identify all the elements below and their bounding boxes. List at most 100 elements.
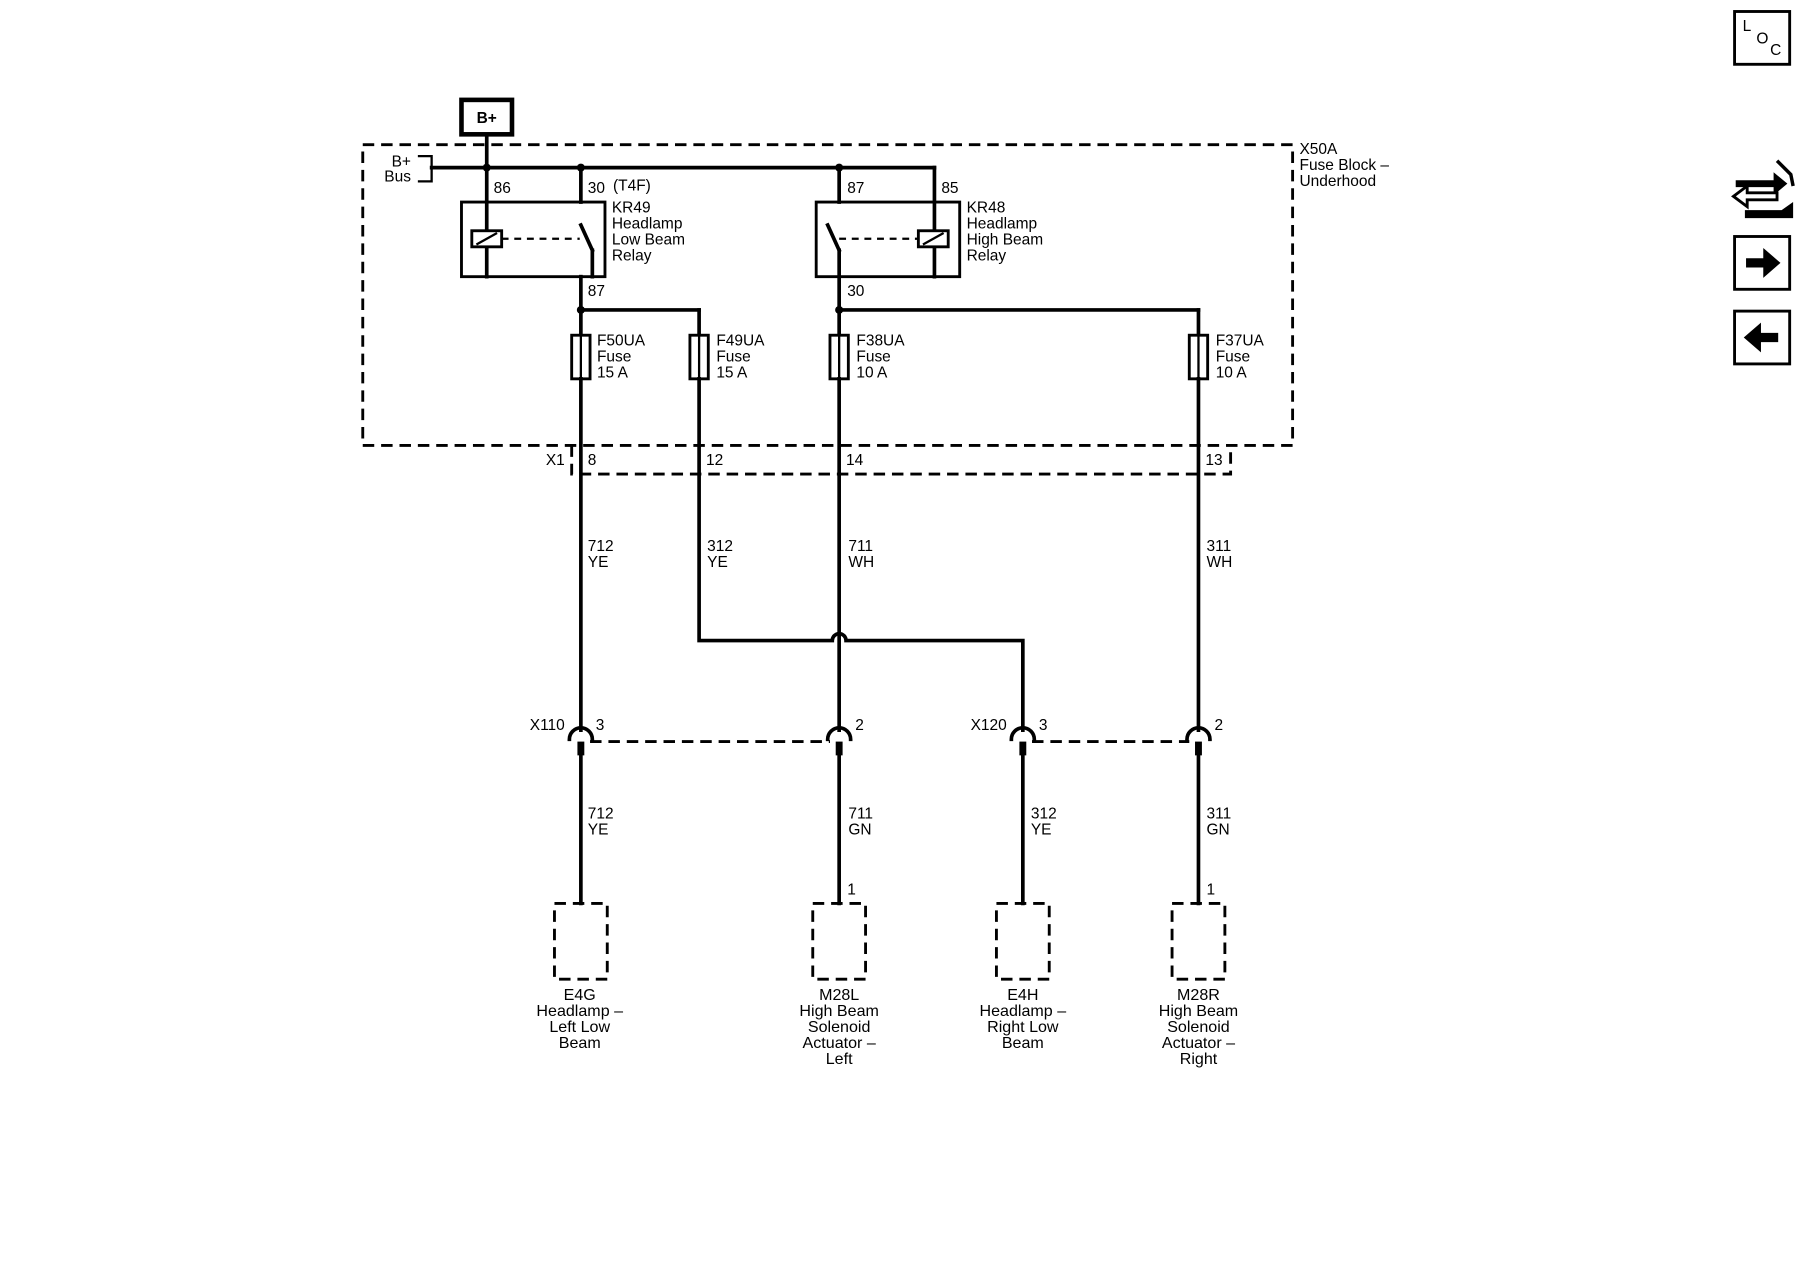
fuse-block-name-line1: Fuse Block – — [1299, 157, 1389, 174]
wire-312-lower: 312 YE — [1020, 753, 1057, 906]
svg-text:YE: YE — [707, 554, 728, 571]
svg-text:Relay: Relay — [612, 248, 652, 265]
svg-text:GN: GN — [848, 822, 871, 839]
wire-711-lower: 711 GN — [837, 753, 873, 906]
svg-text:C: C — [1770, 42, 1781, 59]
fuse-f38ua: F38UA Fuse 10 A — [828, 308, 905, 382]
svg-text:F50UA: F50UA — [597, 333, 646, 350]
location-button[interactable]: L O C — [1733, 10, 1792, 66]
previous-page-button[interactable] — [1733, 309, 1792, 366]
connector-x1: X1 8 12 14 13 — [546, 445, 1233, 476]
svg-text:Left: Left — [826, 1050, 853, 1068]
svg-text:Beam: Beam — [1002, 1034, 1044, 1052]
svg-text:E4G: E4G — [564, 986, 596, 1004]
svg-text:High Beam: High Beam — [799, 1002, 878, 1020]
svg-text:X120: X120 — [971, 717, 1007, 734]
svg-text:Actuator –: Actuator – — [1162, 1034, 1235, 1052]
svg-text:M28R: M28R — [1177, 986, 1220, 1004]
svg-text:Bus: Bus — [384, 168, 411, 185]
svg-text:14: 14 — [846, 452, 864, 469]
svg-text:2: 2 — [855, 717, 864, 734]
svg-text:3: 3 — [1039, 717, 1048, 734]
svg-text:Headlamp: Headlamp — [967, 215, 1038, 232]
svg-text:F38UA: F38UA — [856, 333, 905, 350]
location-icon: L — [1743, 18, 1752, 35]
wire-712-lower: 712 YE — [579, 753, 614, 906]
relay-switch — [825, 222, 842, 253]
arrow-right-icon — [1746, 247, 1781, 278]
svg-text:High Beam: High Beam — [1159, 1002, 1238, 1020]
svg-text:10 A: 10 A — [856, 365, 888, 382]
connector-x120: X120 3 2 — [971, 717, 1224, 756]
svg-text:KR49: KR49 — [612, 199, 651, 216]
svg-text:Fuse: Fuse — [716, 349, 750, 366]
svg-text:85: 85 — [941, 180, 958, 197]
svg-text:711: 711 — [848, 806, 873, 823]
svg-text:13: 13 — [1205, 452, 1222, 469]
svg-text:WH: WH — [1207, 554, 1233, 571]
svg-text:1: 1 — [847, 881, 856, 898]
fuse-block-id: X50A — [1299, 141, 1338, 158]
svg-text:F37UA: F37UA — [1216, 333, 1265, 350]
svg-text:Beam: Beam — [559, 1034, 601, 1052]
svg-text:Relay: Relay — [967, 248, 1007, 265]
component-view-button[interactable] — [1731, 159, 1795, 219]
connector-x110: X110 3 2 — [530, 717, 864, 756]
svg-text:(T4F): (T4F) — [613, 178, 651, 195]
component-e4g: E4G Headlamp – Left Low Beam — [536, 902, 623, 1052]
bplus-bus-bracket: B+ Bus — [384, 153, 433, 185]
fuse-block-outline — [361, 143, 1295, 447]
bplus-terminal: B+ — [459, 97, 515, 137]
svg-text:Fuse: Fuse — [597, 349, 631, 366]
svg-text:YE: YE — [588, 554, 609, 571]
fuse-f49ua: F49UA Fuse 15 A — [688, 308, 765, 382]
svg-text:712: 712 — [588, 538, 614, 555]
component-m28r: 1 M28R High Beam Solenoid Actuator – Rig… — [1159, 881, 1238, 1068]
svg-text:B+: B+ — [477, 110, 497, 127]
component-e4h: E4H Headlamp – Right Low Beam — [980, 902, 1067, 1052]
svg-text:30: 30 — [588, 180, 605, 197]
svg-text:Fuse: Fuse — [856, 349, 890, 366]
svg-text:Headlamp: Headlamp — [612, 215, 683, 232]
svg-text:E4H: E4H — [1007, 986, 1038, 1004]
wire-311-lower: 311 GN — [1196, 753, 1232, 906]
relay-kr49: 86 30 (T4F) 87 KR49 Headlamp Low Beam Re… — [460, 165, 685, 312]
fuse-block-name-line2: Underhood — [1299, 173, 1376, 190]
svg-text:312: 312 — [1031, 806, 1057, 823]
svg-text:X110: X110 — [530, 717, 565, 734]
fuse-f37ua: F37UA Fuse 10 A — [1187, 308, 1265, 382]
svg-text:YE: YE — [1031, 822, 1052, 839]
relay-switch — [578, 222, 595, 253]
svg-text:711: 711 — [848, 538, 873, 555]
svg-text:O: O — [1756, 31, 1768, 48]
svg-text:B+: B+ — [392, 153, 411, 170]
svg-text:WH: WH — [848, 554, 874, 571]
svg-text:15 A: 15 A — [597, 365, 629, 382]
wire-311-upper: 311 WH — [1196, 377, 1233, 732]
svg-text:Right: Right — [1180, 1050, 1218, 1068]
svg-text:15 A: 15 A — [716, 365, 748, 382]
svg-text:Low Beam: Low Beam — [612, 232, 685, 249]
svg-text:311: 311 — [1207, 806, 1232, 823]
svg-text:X1: X1 — [546, 452, 565, 469]
svg-text:1: 1 — [1207, 881, 1216, 898]
svg-text:Headlamp –: Headlamp – — [980, 1002, 1067, 1020]
svg-text:Fuse: Fuse — [1216, 349, 1250, 366]
component-view-icon — [1731, 159, 1795, 219]
svg-text:2: 2 — [1215, 717, 1224, 734]
svg-text:High Beam: High Beam — [967, 232, 1044, 249]
svg-text:Solenoid: Solenoid — [1167, 1018, 1230, 1036]
next-page-button[interactable] — [1733, 235, 1792, 291]
wire-712-upper: 712 YE — [579, 377, 614, 732]
fuse-f50ua: F50UA Fuse 15 A — [570, 308, 646, 382]
svg-text:Solenoid: Solenoid — [808, 1018, 871, 1036]
svg-text:KR48: KR48 — [967, 199, 1006, 216]
svg-text:312: 312 — [707, 538, 733, 555]
svg-text:86: 86 — [494, 180, 511, 197]
component-m28l: 1 M28L High Beam Solenoid Actuator – Lef… — [799, 881, 878, 1068]
svg-text:Actuator –: Actuator – — [803, 1034, 876, 1052]
wire-711-upper: 711 WH — [837, 377, 874, 732]
svg-text:10 A: 10 A — [1216, 365, 1248, 382]
